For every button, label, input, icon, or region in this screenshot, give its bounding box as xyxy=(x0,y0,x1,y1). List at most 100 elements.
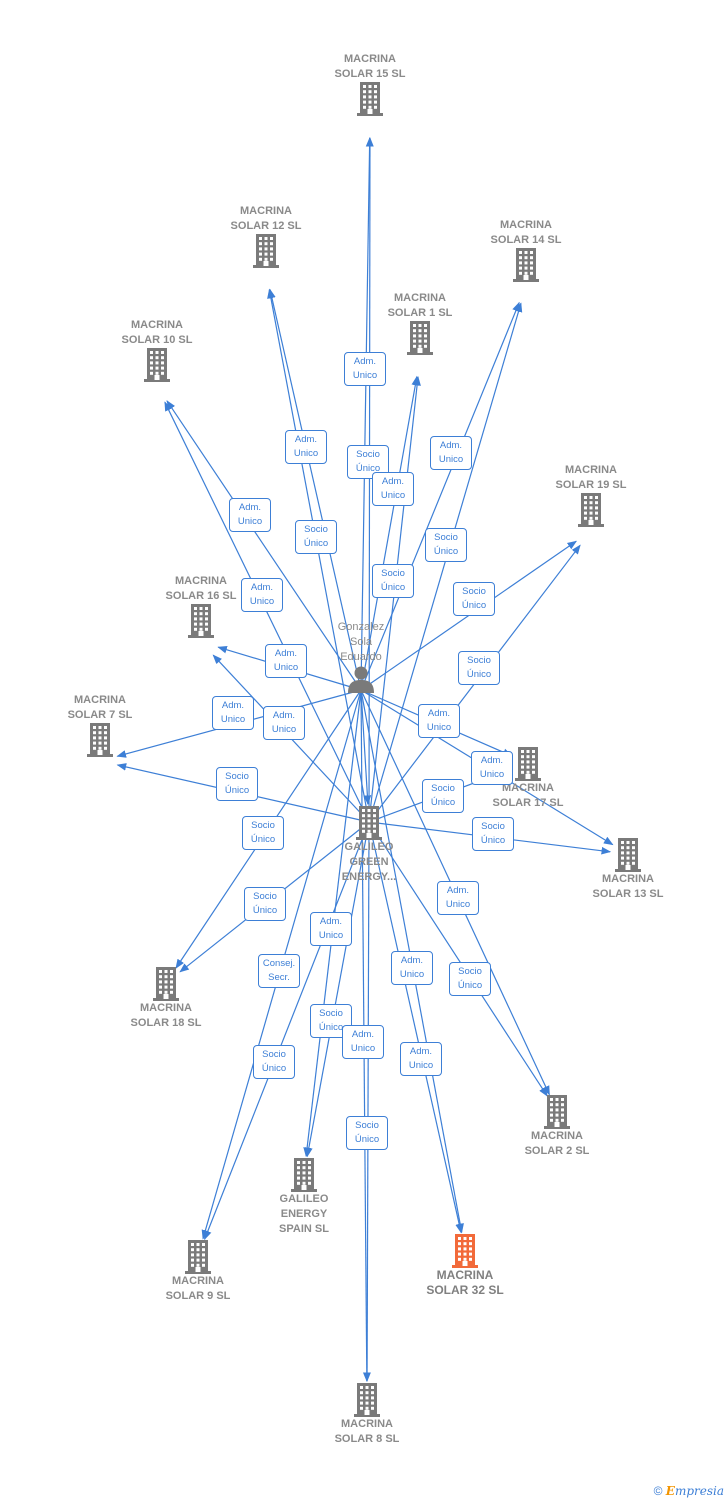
edge-role-label[interactable]: Socio Único xyxy=(425,528,467,562)
person-icon xyxy=(301,665,421,693)
node-label: MACRINA SOLAR 9 SL xyxy=(165,1275,231,1302)
node-ms18[interactable]: MACRINA SOLAR 18 SL xyxy=(106,967,226,1031)
copyright-symbol: © xyxy=(653,1484,663,1498)
edge-role-label[interactable]: Adm. Unico xyxy=(372,472,414,506)
edge-person-ms12 xyxy=(268,288,362,691)
edge-role-label[interactable]: Socio Único xyxy=(244,887,286,921)
edge-person-ms15 xyxy=(360,137,374,691)
edge-role-label[interactable]: Adm. Unico xyxy=(418,704,460,738)
building-icon xyxy=(568,838,688,872)
node-label: MACRINA SOLAR 17 SL xyxy=(492,782,564,809)
building-icon xyxy=(310,82,430,116)
node-ms1[interactable]: MACRINA SOLAR 1 SL xyxy=(360,291,480,355)
node-label: MACRINA SOLAR 13 SL xyxy=(592,873,664,900)
edge-role-label[interactable]: Socio Único xyxy=(346,1116,388,1150)
node-label: MACRINA SOLAR 16 SL xyxy=(165,575,237,602)
edge-role-label[interactable]: Socio Único xyxy=(458,651,500,685)
node-gge[interactable]: GALILEO GREEN ENERGY... xyxy=(309,806,429,885)
building-icon xyxy=(360,321,480,355)
edge-gge-ms1 xyxy=(368,375,421,823)
edge-role-label[interactable]: Adm. Unico xyxy=(310,912,352,946)
edge-role-label[interactable]: Adm. Unico xyxy=(229,498,271,532)
node-ms8[interactable]: MACRINA SOLAR 8 SL xyxy=(307,1383,427,1447)
empresia-logo[interactable]: Empresia xyxy=(665,1484,724,1498)
node-label: MACRINA SOLAR 7 SL xyxy=(67,694,133,721)
edge-role-label[interactable]: Socio Único xyxy=(472,817,514,851)
edge-gge-ms14 xyxy=(368,302,523,823)
node-ms19[interactable]: MACRINA SOLAR 19 SL xyxy=(531,463,651,527)
node-ms9[interactable]: MACRINA SOLAR 9 SL xyxy=(138,1240,258,1304)
edge-person-gge xyxy=(360,689,372,805)
node-label: MACRINA SOLAR 18 SL xyxy=(130,1002,202,1029)
edge-gge-ges xyxy=(305,821,370,1158)
building-icon xyxy=(531,493,651,527)
node-label: MACRINA SOLAR 1 SL xyxy=(387,292,453,319)
building-icon xyxy=(466,248,586,282)
edge-role-label[interactable]: Adm. Unico xyxy=(344,352,386,386)
edge-role-label[interactable]: Adm. Unico xyxy=(342,1025,384,1059)
building-icon xyxy=(40,723,160,757)
building-icon xyxy=(244,1158,364,1192)
node-ms14[interactable]: MACRINA SOLAR 14 SL xyxy=(466,218,586,282)
edge-role-label[interactable]: Adm. Unico xyxy=(437,881,479,915)
node-ms7[interactable]: MACRINA SOLAR 7 SL xyxy=(40,693,160,757)
edge-gge-ms12 xyxy=(267,288,370,823)
building-icon xyxy=(106,967,226,1001)
edge-gge-ms9 xyxy=(204,821,370,1241)
node-ges[interactable]: GALILEO ENERGY SPAIN SL xyxy=(244,1158,364,1237)
building-icon xyxy=(405,1234,525,1268)
building-icon xyxy=(497,1095,617,1129)
node-label: MACRINA SOLAR 12 SL xyxy=(230,205,302,232)
node-label: MACRINA SOLAR 32 SL xyxy=(426,1268,504,1297)
node-ms12[interactable]: MACRINA SOLAR 12 SL xyxy=(206,204,326,268)
node-label: MACRINA SOLAR 19 SL xyxy=(555,464,627,491)
edge-role-label[interactable]: Socio Único xyxy=(242,816,284,850)
edge-gge-ms32 xyxy=(368,821,463,1234)
node-ms17[interactable]: MACRINA SOLAR 17 SL xyxy=(468,747,588,811)
edge-role-label[interactable]: Socio Único xyxy=(422,779,464,813)
edge-role-label[interactable]: Adm. Unico xyxy=(212,696,254,730)
node-label: MACRINA SOLAR 14 SL xyxy=(490,219,562,246)
footer: © Empresia xyxy=(654,1484,724,1498)
edge-person-ms14 xyxy=(360,301,520,691)
edge-role-label[interactable]: Socio Único xyxy=(453,582,495,616)
node-ms10[interactable]: MACRINA SOLAR 10 SL xyxy=(97,318,217,382)
edge-gge-ms2 xyxy=(368,821,548,1097)
edge-gge-ms10 xyxy=(164,401,370,823)
edge-person-ms1 xyxy=(360,375,420,691)
node-ms16[interactable]: MACRINA SOLAR 16 SL xyxy=(141,574,261,638)
node-ms13[interactable]: MACRINA SOLAR 13 SL xyxy=(568,838,688,902)
edge-gge-ms15 xyxy=(366,137,374,823)
building-icon xyxy=(309,806,429,840)
edge-role-label[interactable]: Adm. Unico xyxy=(430,436,472,470)
edge-role-label[interactable]: Socio Único xyxy=(216,767,258,801)
node-ms15[interactable]: MACRINA SOLAR 15 SL xyxy=(310,52,430,116)
edge-role-label[interactable]: Consej. Secr. xyxy=(258,954,300,988)
node-ms32[interactable]: MACRINA SOLAR 32 SL xyxy=(405,1234,525,1298)
edge-role-label[interactable]: Adm. Unico xyxy=(285,430,327,464)
node-ms2[interactable]: MACRINA SOLAR 2 SL xyxy=(497,1095,617,1159)
node-label: MACRINA SOLAR 2 SL xyxy=(524,1130,590,1157)
node-label: Gonzalez Sola Eduardo xyxy=(337,621,385,663)
edge-role-label[interactable]: Adm. Unico xyxy=(471,751,513,785)
building-icon xyxy=(141,604,261,638)
node-person[interactable]: Gonzalez Sola Eduardo xyxy=(301,620,421,693)
node-label: MACRINA SOLAR 8 SL xyxy=(334,1418,400,1445)
building-icon xyxy=(307,1383,427,1417)
node-label: MACRINA SOLAR 10 SL xyxy=(121,319,193,346)
edge-role-label[interactable]: Socio Único xyxy=(449,962,491,996)
building-icon xyxy=(138,1240,258,1274)
node-label: GALILEO GREEN ENERGY... xyxy=(341,841,397,883)
edge-role-label[interactable]: Adm. Unico xyxy=(263,706,305,740)
edge-role-label[interactable]: Adm. Unico xyxy=(391,951,433,985)
building-icon xyxy=(206,234,326,268)
edge-role-label[interactable]: Adm. Unico xyxy=(241,578,283,612)
edge-role-label[interactable]: Socio Único xyxy=(253,1045,295,1079)
node-label: MACRINA SOLAR 15 SL xyxy=(334,53,406,80)
building-icon xyxy=(468,747,588,781)
edge-role-label[interactable]: Socio Único xyxy=(295,520,337,554)
edge-role-label[interactable]: Adm. Unico xyxy=(400,1042,442,1076)
edge-role-label[interactable]: Adm. Unico xyxy=(265,644,307,678)
edge-role-label[interactable]: Socio Único xyxy=(372,564,414,598)
